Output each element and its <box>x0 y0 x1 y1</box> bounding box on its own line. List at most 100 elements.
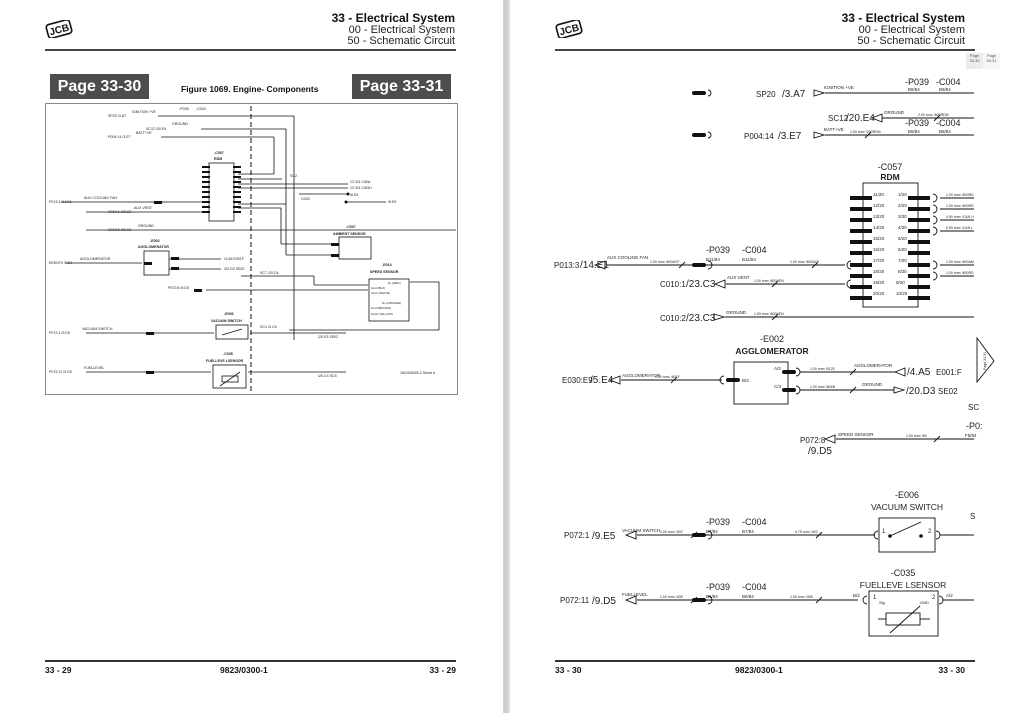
schematic-label: SC <box>968 403 979 412</box>
schematic-label: 8+ (RED) <box>388 281 401 285</box>
schematic-label: 0.50 mm² /CAN H <box>946 215 974 219</box>
schematic-label: 0.50 mm² /CAN L <box>946 226 973 230</box>
schematic-label: P013:3 /14.E1 <box>49 200 72 204</box>
schematic-label: 15/20 <box>873 236 885 241</box>
schematic-label: 1.00 mm² /200RDM <box>850 130 881 134</box>
schematic-label: /6.E5 <box>388 200 396 204</box>
schematic-label: 1.00 mm² /600ACF <box>650 260 680 264</box>
schematic-label: SP20 /3.A7 <box>108 114 126 118</box>
schematic-label: Out2 (YELLOW) <box>371 312 393 316</box>
page-33-31-link[interactable]: Page 33-31 <box>352 74 451 99</box>
schematic-label: 7/20 <box>898 258 907 263</box>
footer-rule <box>45 660 456 662</box>
schematic-label: FUELLEVE LSENSOR <box>860 580 946 590</box>
schematic-label: GND <box>920 600 929 605</box>
schematic-label: RDM <box>214 157 222 161</box>
schematic-label: E030:E9 /5.E4 <box>49 261 72 265</box>
schematic-label: -E006 <box>224 312 234 316</box>
schematic-label: -C004 <box>742 245 767 255</box>
schematic-label: -P0: <box>966 421 983 431</box>
schematic-label: -P039 <box>179 107 189 111</box>
schematic-label: -C004 <box>936 77 961 87</box>
schematic-label: -E006 <box>895 490 919 500</box>
schematic-label: C010:1 <box>660 280 686 289</box>
jcb-logo: JCB <box>45 20 73 38</box>
schematic-label: 1.00 mm² /600RD <box>946 193 974 197</box>
schematic-label: /17.E4 CANL <box>350 180 371 184</box>
schematic-label: VACUUM SWITCH <box>211 319 242 323</box>
schematic-label: GROUND <box>862 382 883 387</box>
schematic-thumbnail[interactable]: SP20 /3.A7 IGNITION +VE SC12 /20.E4 GROU… <box>45 103 458 395</box>
schematic-label: AUX VENT <box>727 275 750 280</box>
schematic-label: -C057 <box>214 151 224 155</box>
schematic-label: B11/84 <box>706 257 720 262</box>
schematic-label: FUELLEVEL <box>622 592 648 597</box>
schematic-label: E001:F <box>936 368 962 377</box>
schematic-label: /20.E4 <box>846 113 875 124</box>
schematic-label: 19/20 <box>873 280 885 285</box>
schematic-diagram[interactable]: SP20 /3.A7 IGNITION +VE -P039 B9/84 -C00… <box>510 70 1009 660</box>
schematic-label: 18/20 <box>873 269 885 274</box>
schematic-label: /20.D3 <box>906 386 936 397</box>
schematic-label: B8/84 <box>939 129 951 134</box>
schematic-label: /23.C3 <box>686 313 716 324</box>
schematic-label: 8+ (ORANGE) <box>382 301 401 305</box>
schematic-label: AUX VENT <box>134 206 153 210</box>
schematic-label: B8/84 <box>908 129 920 134</box>
schematic-label: 1.00 mm² /600ACF <box>790 260 820 264</box>
schematic-label: AUX COOLING FAN <box>607 255 648 260</box>
section-title: 33 - Electrical System <box>841 11 965 25</box>
page-33-30-link[interactable]: Page 33-30 <box>50 74 149 99</box>
schematic-label: -C035 <box>223 352 233 356</box>
schematic-label: SC2 <box>290 174 297 178</box>
schematic-label: -P039 <box>905 118 929 128</box>
schematic-label: 14/20 <box>873 225 885 230</box>
schematic-label: 1.00 mm² /012E <box>810 367 836 371</box>
subsection-1: 00 - Electrical System <box>858 24 965 36</box>
schematic-label: B/3 <box>742 378 749 383</box>
schematic-label: P072:11 <box>560 596 590 605</box>
header-rule <box>555 49 975 51</box>
schematic-label: 1.00 mm² /600AM <box>946 260 974 264</box>
subsection-2: 50 - Schematic Circuit <box>347 35 455 47</box>
schematic-label: SC1 /3.C6 <box>260 325 277 329</box>
schematic-label: 3/20 <box>898 214 907 219</box>
schematic-label: SP20 <box>756 90 776 99</box>
schematic-label: /14.E1 <box>580 260 609 271</box>
schematic-label: C025 <box>301 197 310 201</box>
schematic-label: P013:3 <box>554 261 580 270</box>
schematic-label: 1 <box>882 529 886 535</box>
schematic-label: GROUND <box>884 110 905 115</box>
schematic-label: FUELLEVE LSENSOR <box>206 359 244 363</box>
schematic-label: /3.A7 <box>782 89 806 100</box>
right-page: JCB 33 - Electrical System 00 - Electric… <box>510 0 1009 713</box>
schematic-label: /20.D3 SE02 <box>224 267 244 271</box>
schematic-label: AGGLOMERATOR <box>854 363 893 368</box>
schematic-label: A/3 <box>774 366 781 371</box>
schematic-label: 2/20 <box>898 203 907 208</box>
schematic-label: C010:2 <box>660 314 686 323</box>
schematic-label: 16G/G8925-2 Sheet 6 <box>400 371 435 375</box>
subsection-2: 50 - Schematic Circuit <box>857 35 965 47</box>
schematic-label: -P039 <box>706 517 730 527</box>
schematic-label: AGGLOMERATOR <box>80 257 111 261</box>
footer-doc-number: 9823/0300-1 <box>735 665 783 675</box>
section-title: 33 - Electrical System <box>331 11 455 25</box>
schematic-label: -E002 <box>150 239 160 243</box>
left-page: JCB 33 - Electrical System 00 - Electric… <box>0 0 503 713</box>
schematic-label: P072:8 /9.D5 <box>168 286 189 290</box>
schematic-label: 1.00 mm² /604B <box>810 385 836 389</box>
page-link-label[interactable]: Page 33-31 <box>983 352 987 370</box>
figure-title: Figure 1069. Engine- Components <box>181 84 319 94</box>
schematic-label: 2 <box>928 529 932 535</box>
schematic-label: /20.C4 SC5 <box>318 374 337 378</box>
nav-label: Page <box>986 53 997 58</box>
logo-text: JCB <box>48 23 70 38</box>
schematic-label: SC12 /20.E4 <box>146 127 166 131</box>
schematic-label: /9.D5 <box>808 446 832 457</box>
schematic-label: AMBIENT SENSOR <box>333 232 366 236</box>
schematic-label: 1.00 mm² /83 <box>906 434 927 438</box>
schematic-label: Out1 (WHITE) <box>371 291 390 295</box>
